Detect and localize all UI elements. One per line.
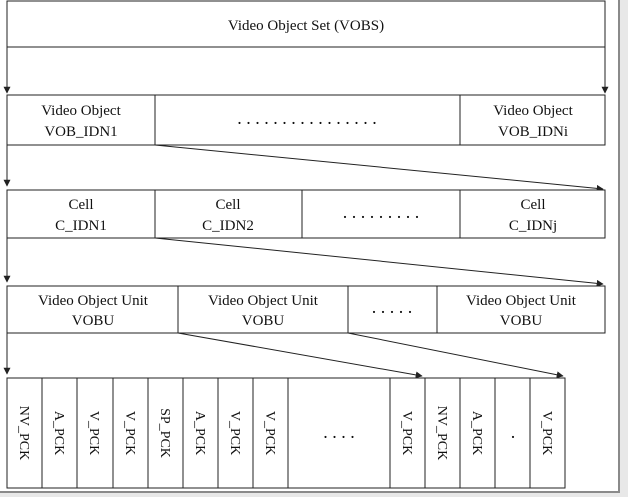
pack-label-5: SP_PCK — [157, 408, 172, 458]
vob-ellipsis: . . . . . . . . . . . . . . . . — [237, 108, 377, 128]
vobu-last-line2: VOBU — [500, 313, 543, 329]
pack-label-1: NV_PCK — [16, 406, 31, 460]
vob-last-line1: Video Object — [493, 103, 573, 119]
vobu-1-line2: VOBU — [72, 313, 115, 329]
pack-label-last: V_PCK — [539, 411, 554, 455]
vobs-box — [6, 0, 606, 48]
pack-label-11: A_PCK — [469, 411, 484, 455]
pack-row — [6, 377, 566, 489]
cell-2-line2: C_IDN2 — [202, 218, 254, 234]
pack-label-7: V_PCK — [227, 411, 242, 455]
vobu-2-line1: Video Object Unit — [208, 293, 319, 309]
cell-row — [6, 189, 606, 239]
pack-ellipsis: . . . . — [323, 422, 355, 442]
pack-label-9: V_PCK — [399, 411, 414, 455]
vobu-last-line1: Video Object Unit — [466, 293, 577, 309]
vobu-ellipsis: . . . . . — [372, 297, 413, 317]
cell-1-line1: Cell — [69, 197, 94, 213]
arrow-vobu-expand-2 — [347, 332, 564, 379]
cell-last-line2: C_IDNj — [509, 218, 557, 234]
pack-label-8: V_PCK — [262, 411, 277, 455]
vob-last-line2: VOB_IDNi — [498, 124, 568, 140]
vob-first-line1: Video Object — [41, 103, 121, 119]
vobu-2-line2: VOBU — [242, 313, 285, 329]
pack-label-4: V_PCK — [122, 411, 137, 455]
pack-dividers — [41, 378, 531, 488]
vobu-1-line1: Video Object Unit — [38, 293, 149, 309]
pack-label-10: NV_PCK — [434, 406, 449, 460]
pack-label-2: A_PCK — [51, 411, 66, 455]
vob-row — [6, 94, 606, 146]
vob-first-line2: VOB_IDN1 — [44, 124, 117, 140]
cell-last-line1: Cell — [521, 197, 546, 213]
arrow-cell-expand — [154, 237, 604, 287]
vobu-row — [6, 285, 606, 334]
arrow-vob-expand — [154, 144, 604, 192]
cell-ellipsis: . . . . . . . . . — [343, 202, 420, 222]
pack-label-6: A_PCK — [192, 411, 207, 455]
pack-ellipsis-2: . — [511, 422, 516, 442]
pack-label-3: V_PCK — [86, 411, 101, 455]
arrow-vobu-expand-1 — [177, 332, 423, 379]
vobs-label: Video Object Set (VOBS) — [228, 18, 384, 34]
cell-2-line1: Cell — [216, 197, 241, 213]
cell-1-line2: C_IDN1 — [55, 218, 107, 234]
